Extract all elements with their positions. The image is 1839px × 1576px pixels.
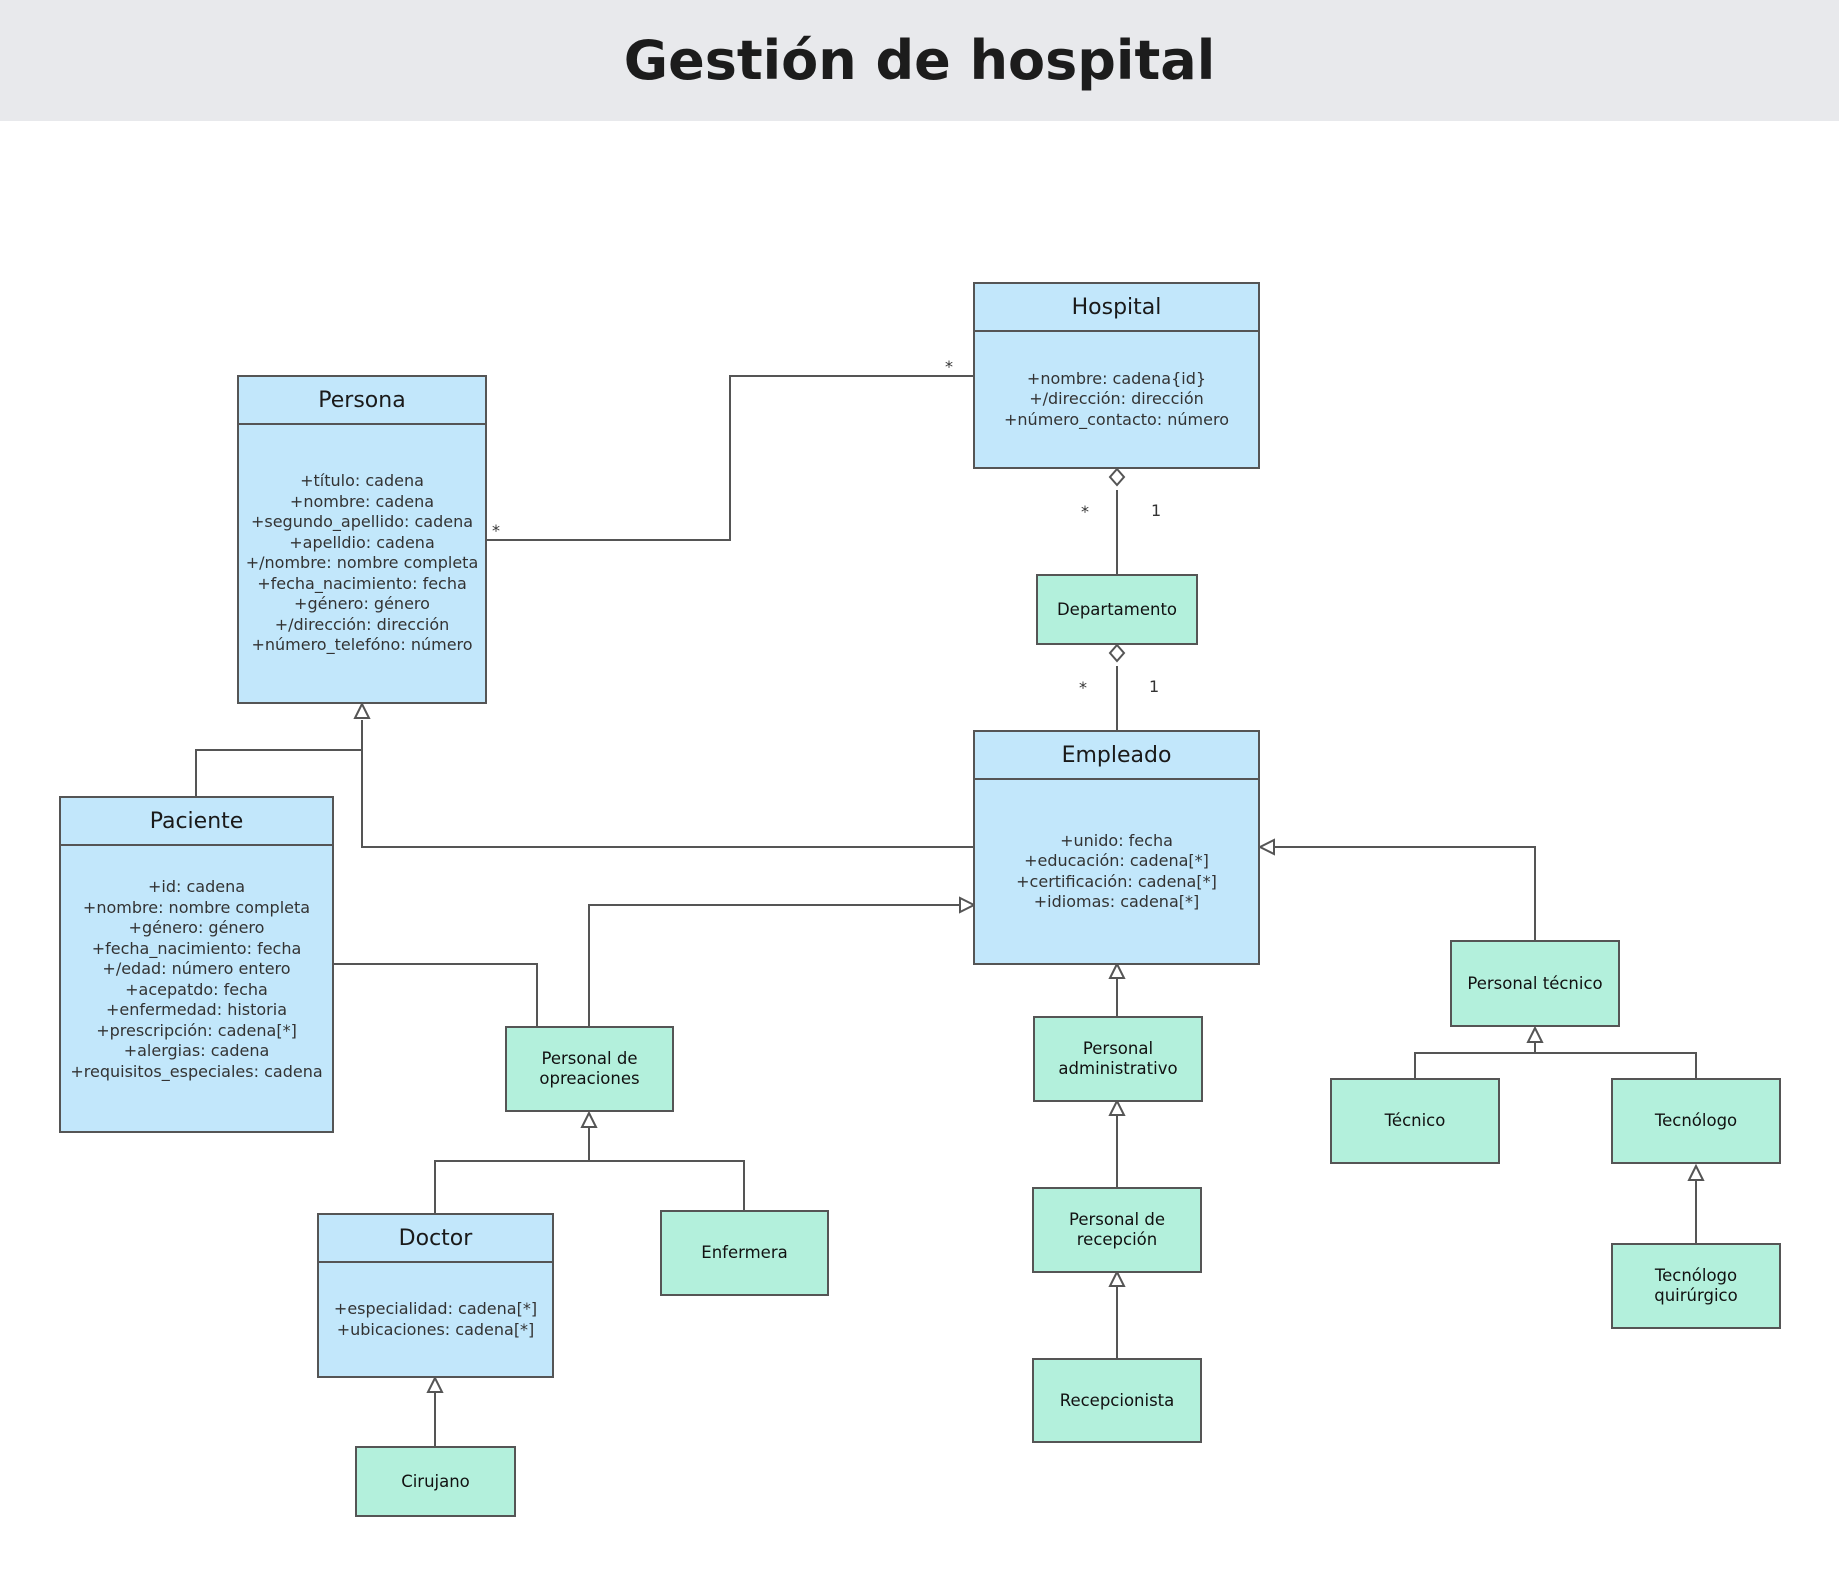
node-tecnico[interactable]: Técnico (1330, 1078, 1500, 1164)
arrowhead-empleado-left (959, 896, 977, 914)
arrowhead-persona (353, 701, 371, 719)
arrowhead-empleado-right (1257, 838, 1275, 856)
attribute: +género: género (294, 594, 430, 614)
class-persona-attributes: +título: cadena +nombre: cadena +segundo… (239, 425, 485, 702)
mult-persona-end: * (492, 521, 500, 540)
class-persona[interactable]: Persona +título: cadena +nombre: cadena … (237, 375, 487, 704)
attribute: +título: cadena (300, 471, 424, 491)
arrowhead-operaciones (580, 1110, 598, 1128)
arrowhead-doctor (426, 1375, 444, 1393)
attribute: +especialidad: cadena[*] (333, 1299, 538, 1318)
attribute: +número_telefóno: número (251, 635, 473, 655)
node-enfermera[interactable]: Enfermera (660, 1210, 829, 1296)
generalization-tecnico-empleado[interactable] (1274, 846, 1536, 940)
attribute: +enfermedad: historia (106, 1000, 287, 1019)
node-personal-operaciones[interactable]: Personal de opreaciones (505, 1026, 674, 1112)
attribute: +género: género (128, 918, 265, 937)
attribute: +fecha_nacimiento: fecha (91, 938, 302, 958)
node-recepcionista[interactable]: Recepcionista (1032, 1358, 1202, 1443)
class-paciente-name: Paciente (61, 798, 332, 846)
node-cirujano[interactable]: Cirujano (355, 1446, 516, 1517)
arrowhead-empleado-bottom (1108, 961, 1126, 979)
attribute: +nombre: cadena (289, 491, 435, 511)
attribute: +idiomas: cadena[*] (1033, 892, 1200, 911)
mult-hospital-end: * (945, 357, 953, 376)
class-doctor-name: Doctor (319, 1215, 552, 1263)
node-tecnologo-quirurgico[interactable]: Tecnólogo quirúrgico (1611, 1243, 1781, 1329)
attribute: +unido: fecha (1060, 830, 1173, 850)
attribute: +requisitos_especiales: cadena (70, 1061, 323, 1081)
class-persona-name: Persona (239, 377, 485, 425)
attribute: +id: cadena (147, 877, 246, 896)
generalization-operaciones-empleado[interactable] (588, 904, 962, 1026)
generalization-empleado-persona[interactable] (361, 750, 973, 848)
aggregation-diamond-departamento (1108, 643, 1126, 663)
attribute: +prescripción: cadena[*] (96, 1020, 297, 1040)
mult-hospital-dept-one: 1 (1151, 501, 1162, 520)
attribute: +nombre: cadena{id} (1026, 368, 1207, 388)
mult-hospital-dept-many: * (1081, 502, 1089, 521)
generalization-doctor-enfermera-operaciones[interactable] (434, 1160, 745, 1213)
class-hospital[interactable]: Hospital +nombre: cadena{id} +/dirección… (973, 282, 1260, 469)
arrowhead-administrativo (1108, 1098, 1126, 1116)
attribute: +fecha_nacimiento: fecha (257, 573, 467, 593)
attribute: +/nombre: nombre completa (245, 553, 479, 573)
association-persona-hospital[interactable] (487, 375, 973, 541)
attribute: +educación: cadena[*] (1024, 851, 1209, 870)
mult-dept-empleado-one: 1 (1149, 677, 1160, 696)
node-departamento[interactable]: Departamento (1036, 574, 1198, 645)
attribute: +alergias: cadena (123, 1041, 270, 1060)
page-title: Gestión de hospital (623, 29, 1216, 92)
class-hospital-name: Hospital (975, 284, 1258, 332)
class-paciente[interactable]: Paciente +id: cadena +nombre: nombre com… (59, 796, 334, 1133)
class-paciente-attributes: +id: cadena +nombre: nombre completa +gé… (61, 846, 332, 1131)
class-doctor[interactable]: Doctor +especialidad: cadena[*] +ubicaci… (317, 1213, 554, 1378)
class-hospital-attributes: +nombre: cadena{id} +/dirección: direcci… (975, 332, 1258, 467)
node-tecnologo[interactable]: Tecnólogo (1611, 1078, 1781, 1164)
node-personal-administrativo[interactable]: Personal administrativo (1033, 1016, 1203, 1102)
attribute: +/dirección: dirección (274, 614, 450, 634)
attribute: +apelldio: cadena (289, 532, 435, 552)
arrowhead-recepcion (1108, 1269, 1126, 1287)
attribute: +número_contacto: número (1004, 409, 1229, 429)
mult-dept-empleado-many: * (1079, 678, 1087, 697)
title-bar: Gestión de hospital (0, 0, 1839, 121)
arrowhead-personal-tecnico (1526, 1025, 1544, 1043)
class-empleado-name: Empleado (975, 732, 1258, 780)
attribute: +/edad: número entero (102, 959, 291, 978)
class-empleado[interactable]: Empleado +unido: fecha +educación: caden… (973, 730, 1260, 965)
attribute: +/dirección: dirección (1029, 389, 1204, 409)
aggregation-diamond-hospital (1108, 467, 1126, 487)
class-doctor-attributes: +especialidad: cadena[*] +ubicaciones: c… (319, 1263, 552, 1376)
arrowhead-tecnologo (1687, 1163, 1705, 1181)
attribute: +certificación: cadena[*] (1016, 871, 1217, 891)
node-personal-tecnico[interactable]: Personal técnico (1450, 940, 1620, 1027)
attribute: +acepatdo: fecha (125, 979, 268, 999)
attribute: +nombre: nombre completa (82, 897, 311, 917)
association-paciente-operaciones[interactable] (333, 963, 538, 1026)
generalization-paciente-persona[interactable] (195, 720, 363, 797)
node-personal-recepcion[interactable]: Personal de recepción (1032, 1187, 1202, 1273)
attribute: +ubicaciones: cadena[*] (336, 1319, 535, 1339)
class-empleado-attributes: +unido: fecha +educación: cadena[*] +cer… (975, 780, 1258, 963)
attribute: +segundo_apellido: cadena (250, 512, 474, 532)
generalization-tecnico-personal-tecnico[interactable] (1414, 1052, 1697, 1078)
